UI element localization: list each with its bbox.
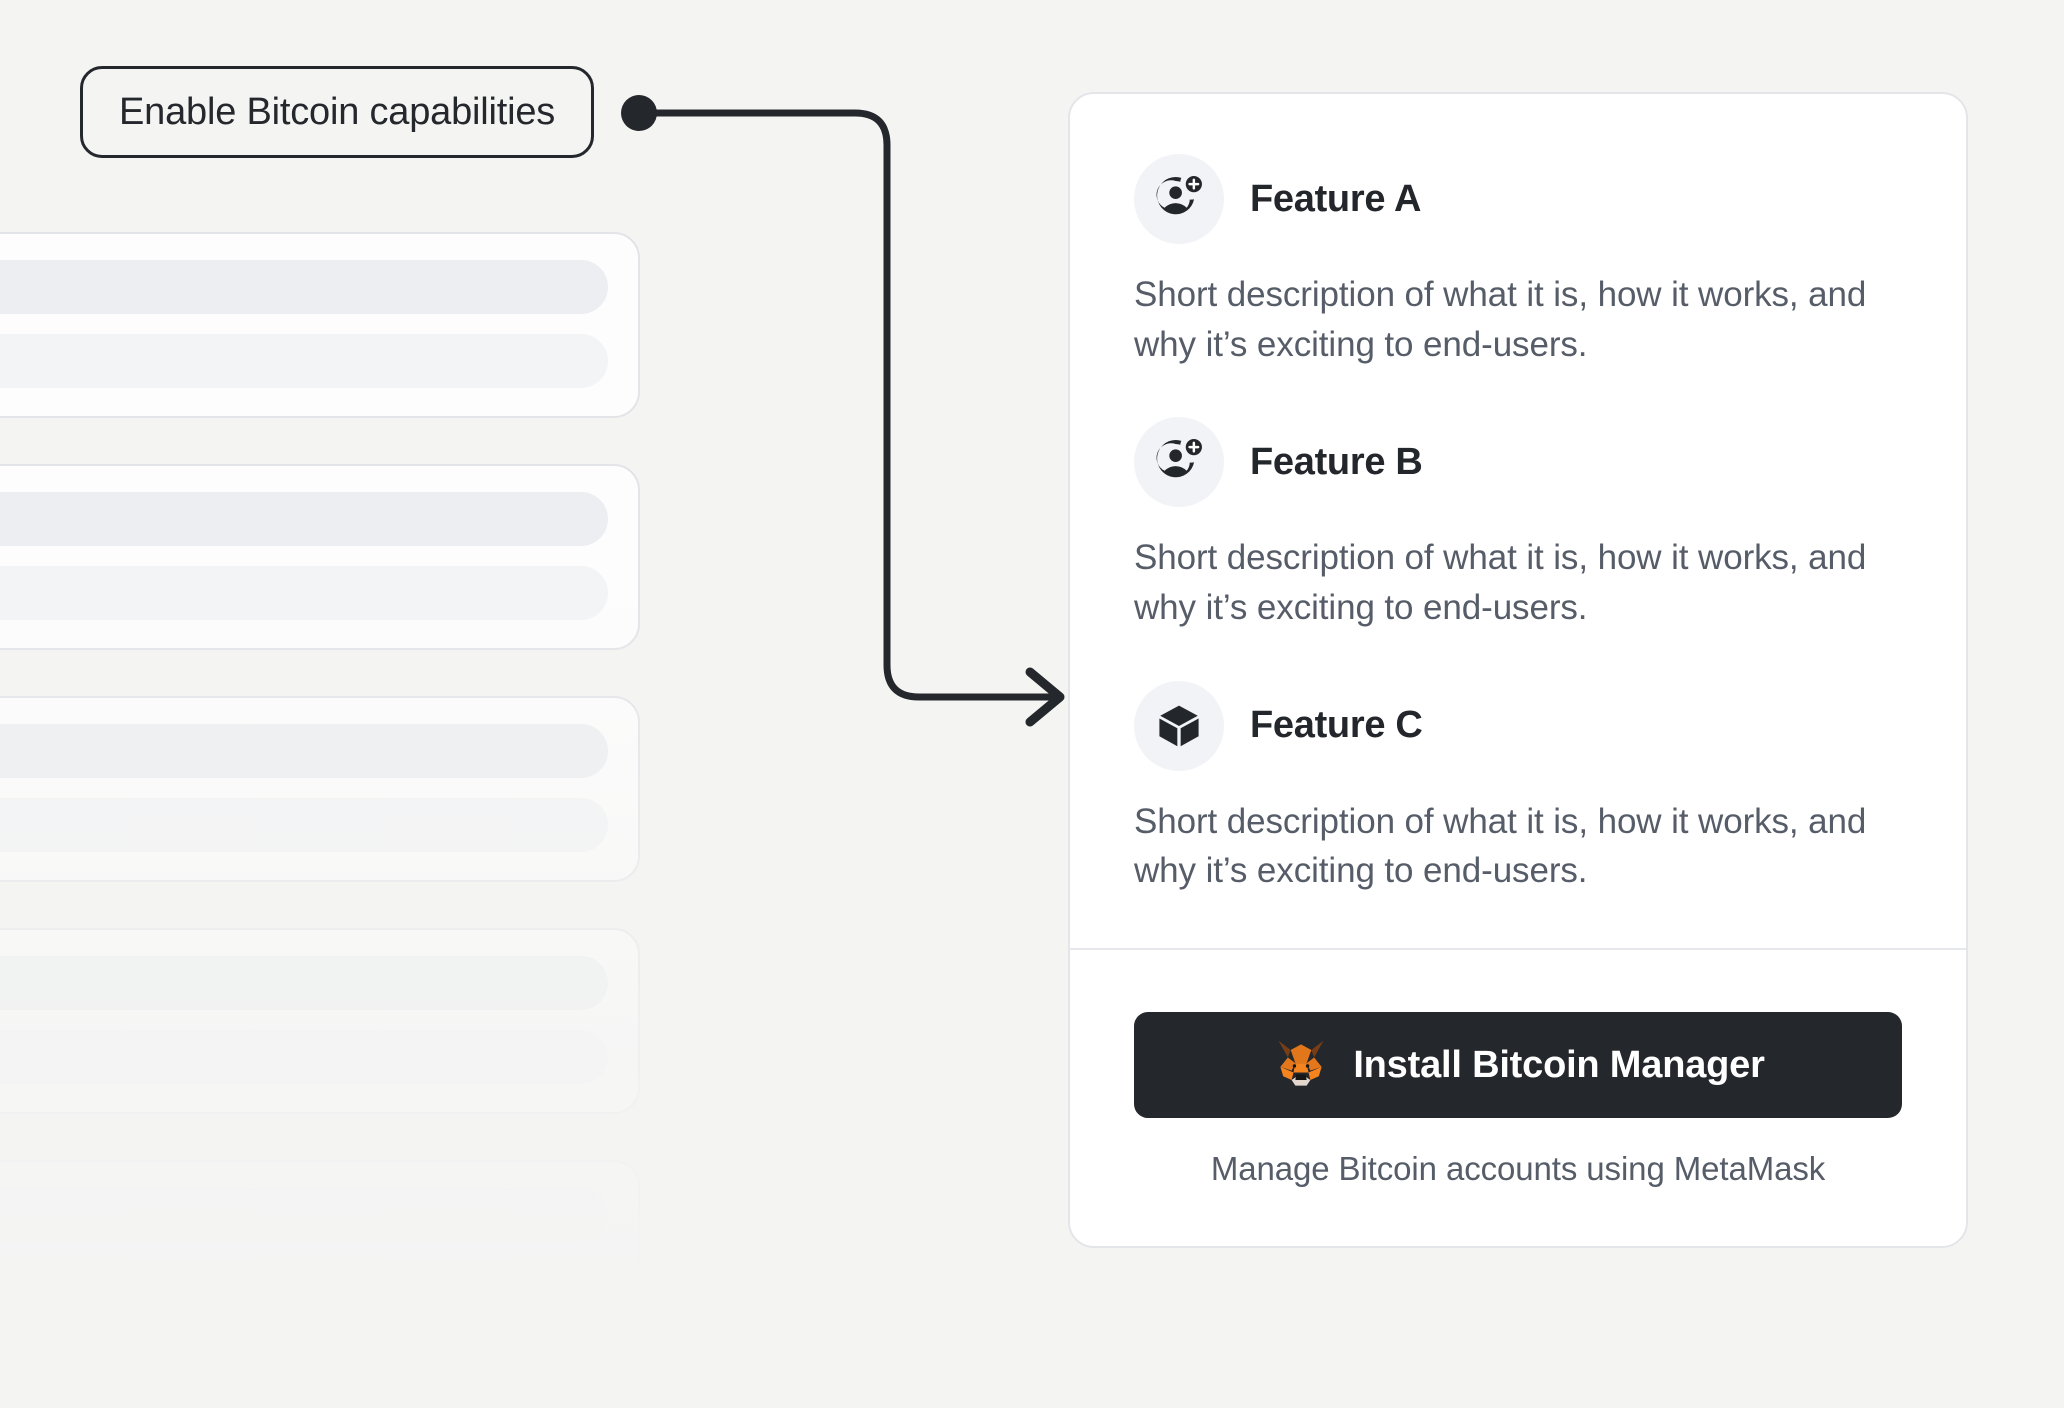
annotation-label: Enable Bitcoin capabilities (119, 90, 556, 133)
skeleton-card (0, 232, 640, 418)
skeleton-bar-primary (0, 492, 608, 546)
skeleton-bar-primary (0, 1188, 608, 1242)
connector-path (636, 109, 1054, 701)
skeleton-bar-secondary (0, 1262, 608, 1316)
feature-item-b: Feature B Short description of what it i… (1134, 417, 1902, 632)
card-divider (1070, 948, 1966, 951)
feature-title: Feature B (1250, 440, 1423, 483)
skeleton-bar-primary (0, 724, 608, 778)
skeleton-bar-secondary (0, 798, 608, 852)
cta-section: Install Bitcoin Manager Manage Bitcoin a… (1070, 950, 1966, 1246)
arrow-right-icon (1025, 667, 1065, 727)
skeleton-bar-primary (0, 956, 608, 1010)
add-user-icon (1134, 417, 1224, 508)
feature-title: Feature C (1250, 704, 1423, 747)
feature-description: Short description of what it is, how it … (1134, 275, 1867, 364)
annotation-callout: Enable Bitcoin capabilities (80, 66, 595, 158)
skeleton-card (0, 1160, 640, 1346)
skeleton-bar-secondary (0, 1030, 608, 1084)
skeleton-bar-secondary (0, 566, 608, 620)
skeleton-card (0, 464, 640, 650)
feature-item-a: Feature A Short description of what it i… (1134, 154, 1902, 369)
feature-header: Feature C (1134, 680, 1902, 771)
add-user-icon (1134, 154, 1224, 244)
feature-card: Feature A Short description of what it i… (1068, 92, 1968, 1249)
feature-description: Short description of what it is, how it … (1134, 801, 1867, 891)
install-bitcoin-manager-button[interactable]: Install Bitcoin Manager (1134, 1012, 1902, 1119)
install-button-label: Install Bitcoin Manager (1353, 1043, 1765, 1086)
feature-title: Feature A (1250, 177, 1422, 220)
feature-description: Short description of what it is, how it … (1134, 538, 1867, 628)
connector-dot-icon (621, 95, 657, 131)
feature-item-c: Feature C Short description of what it i… (1134, 680, 1902, 896)
skeleton-placeholder-list (0, 232, 660, 1408)
cube-icon (1134, 680, 1224, 771)
metamask-fox-icon (1271, 1035, 1331, 1095)
feature-header: Feature B (1134, 417, 1902, 508)
feature-header: Feature A (1134, 154, 1902, 244)
feature-list: Feature A Short description of what it i… (1070, 94, 1966, 948)
skeleton-bar-primary (0, 260, 608, 314)
skeleton-bar-secondary (0, 334, 608, 388)
skeleton-card (0, 696, 640, 882)
skeleton-card (0, 928, 640, 1114)
cta-subtext: Manage Bitcoin accounts using MetaMask (1210, 1150, 1826, 1188)
